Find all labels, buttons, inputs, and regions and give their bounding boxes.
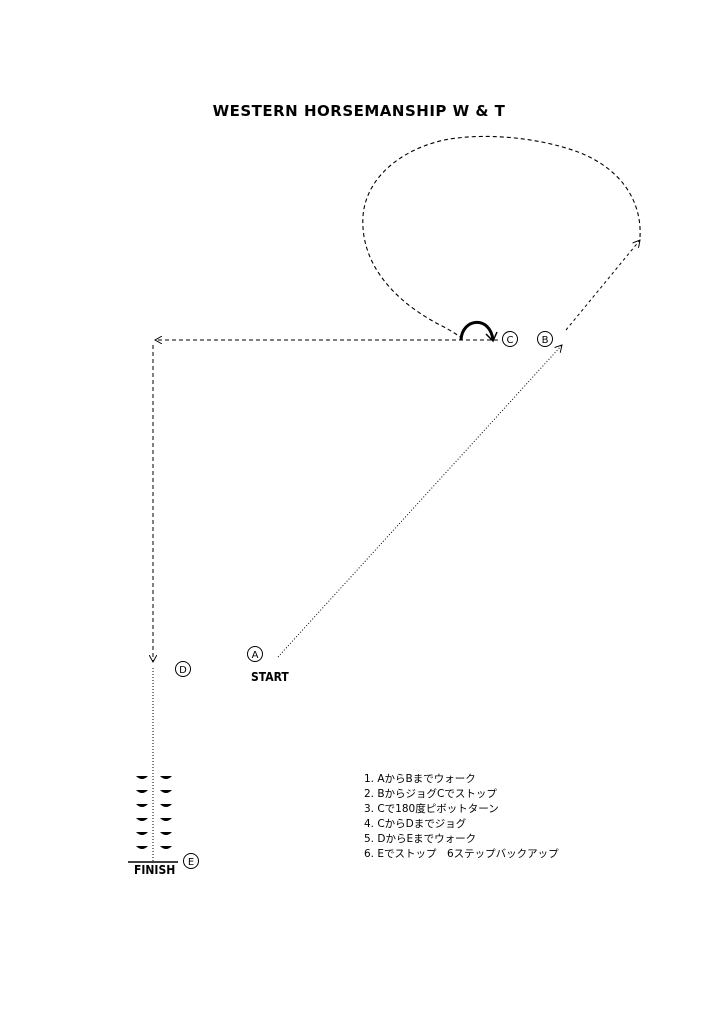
- jog-loop-path: [362, 135, 641, 339]
- instruction-list: 1. AからBまでウォーク 2. BからジョグCでストップ 3. Cで180度ピ…: [364, 773, 559, 860]
- backup-step-mark: [160, 846, 172, 849]
- instruction-step: 2. BからジョグCでストップ: [364, 787, 497, 800]
- backup-steps: [136, 776, 172, 849]
- walk-path-a-to-b: [277, 345, 562, 658]
- instruction-step: 4. CからDまでジョグ: [364, 817, 467, 830]
- instruction-step: 1. AからBまでウォーク: [364, 773, 476, 785]
- backup-step-mark: [136, 776, 148, 779]
- instruction-step: 3. Cで180度ピボットターン: [364, 802, 499, 815]
- instruction-step: 6. Eでストップ 6ステップバックアップ: [364, 848, 559, 860]
- instruction-step: 5. DからEまでウォーク: [364, 833, 476, 845]
- finish-label: FINISH: [134, 863, 175, 877]
- marker-a-label: A: [252, 650, 259, 661]
- backup-step-mark: [136, 790, 148, 793]
- backup-step-mark: [136, 818, 148, 821]
- backup-step-mark: [160, 818, 172, 821]
- marker-c-label: C: [507, 335, 514, 346]
- page-title: WESTERN HORSEMANSHIP W & T: [213, 102, 506, 120]
- marker-b: B: [537, 331, 553, 347]
- backup-step-mark: [160, 804, 172, 807]
- marker-e-label: E: [188, 857, 194, 868]
- backup-step-mark: [160, 790, 172, 793]
- backup-step-mark: [136, 804, 148, 807]
- marker-e: E: [183, 853, 199, 869]
- backup-step-mark: [160, 832, 172, 835]
- marker-d: D: [175, 661, 191, 677]
- marker-b-label: B: [542, 335, 549, 346]
- backup-step-mark: [160, 776, 172, 779]
- backup-step-mark: [136, 846, 148, 849]
- backup-step-mark: [136, 832, 148, 835]
- marker-d-label: D: [179, 665, 187, 676]
- pivot-turn-arc: [459, 320, 495, 341]
- marker-a: A: [247, 646, 263, 662]
- pivot-turn-arrow-icon: [485, 331, 498, 343]
- marker-c: C: [502, 331, 518, 347]
- start-label: START: [251, 670, 289, 684]
- jog-path-b-extension: [565, 240, 640, 331]
